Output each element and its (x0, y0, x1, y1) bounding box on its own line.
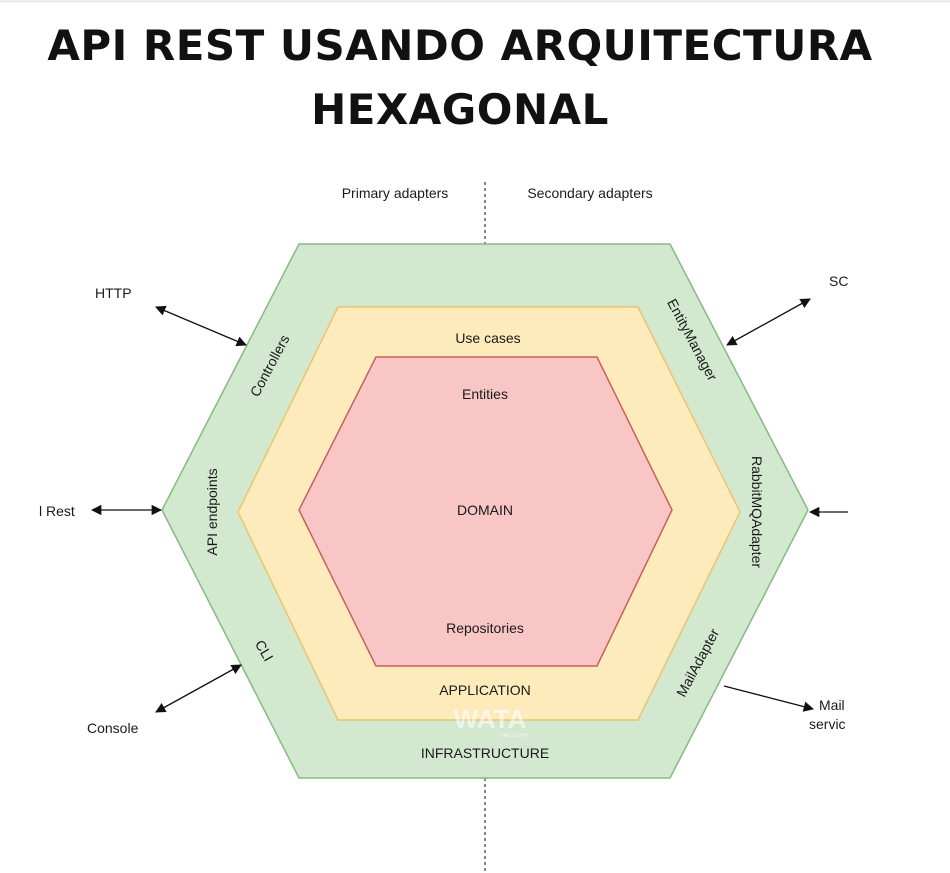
arrow-console (155, 664, 242, 713)
entities-label: Entities (462, 386, 508, 402)
page-title: API REST USANDO ARQUITECTURA HEXAGONAL (0, 14, 920, 142)
domain-label: DOMAIN (457, 502, 513, 518)
arrow-mail (723, 685, 815, 712)
rest-label: l Rest (39, 503, 75, 519)
watermark-sub: FACTORY (500, 733, 528, 739)
arrow-http (155, 305, 247, 347)
repositories-label: Repositories (446, 620, 524, 636)
primary-adapters-heading: Primary adapters (342, 185, 449, 201)
console-label: Console (87, 720, 139, 736)
mail-label-line1: Mail (819, 697, 845, 713)
use-cases-label: Use cases (455, 330, 520, 346)
secondary-adapters-heading: Secondary adapters (527, 185, 652, 201)
title-line-2: HEXAGONAL (311, 85, 609, 134)
mail-label-line2: servic (809, 716, 846, 732)
watermark-main: WATA (454, 704, 527, 734)
sql-label: SC (829, 273, 848, 289)
http-label: HTTP (95, 285, 132, 301)
rabbitmq-adapter-label: RabbitMQAdapter (749, 456, 765, 568)
application-label: APPLICATION (439, 682, 531, 698)
api-endpoints-label: API endpoints (204, 468, 220, 555)
infrastructure-label: INFRASTRUCTURE (421, 745, 549, 761)
top-border (0, 0, 950, 3)
title-line-1: API REST USANDO ARQUITECTURA (47, 21, 873, 70)
domain-hexagon (298, 356, 673, 667)
arrow-sql (726, 298, 811, 346)
